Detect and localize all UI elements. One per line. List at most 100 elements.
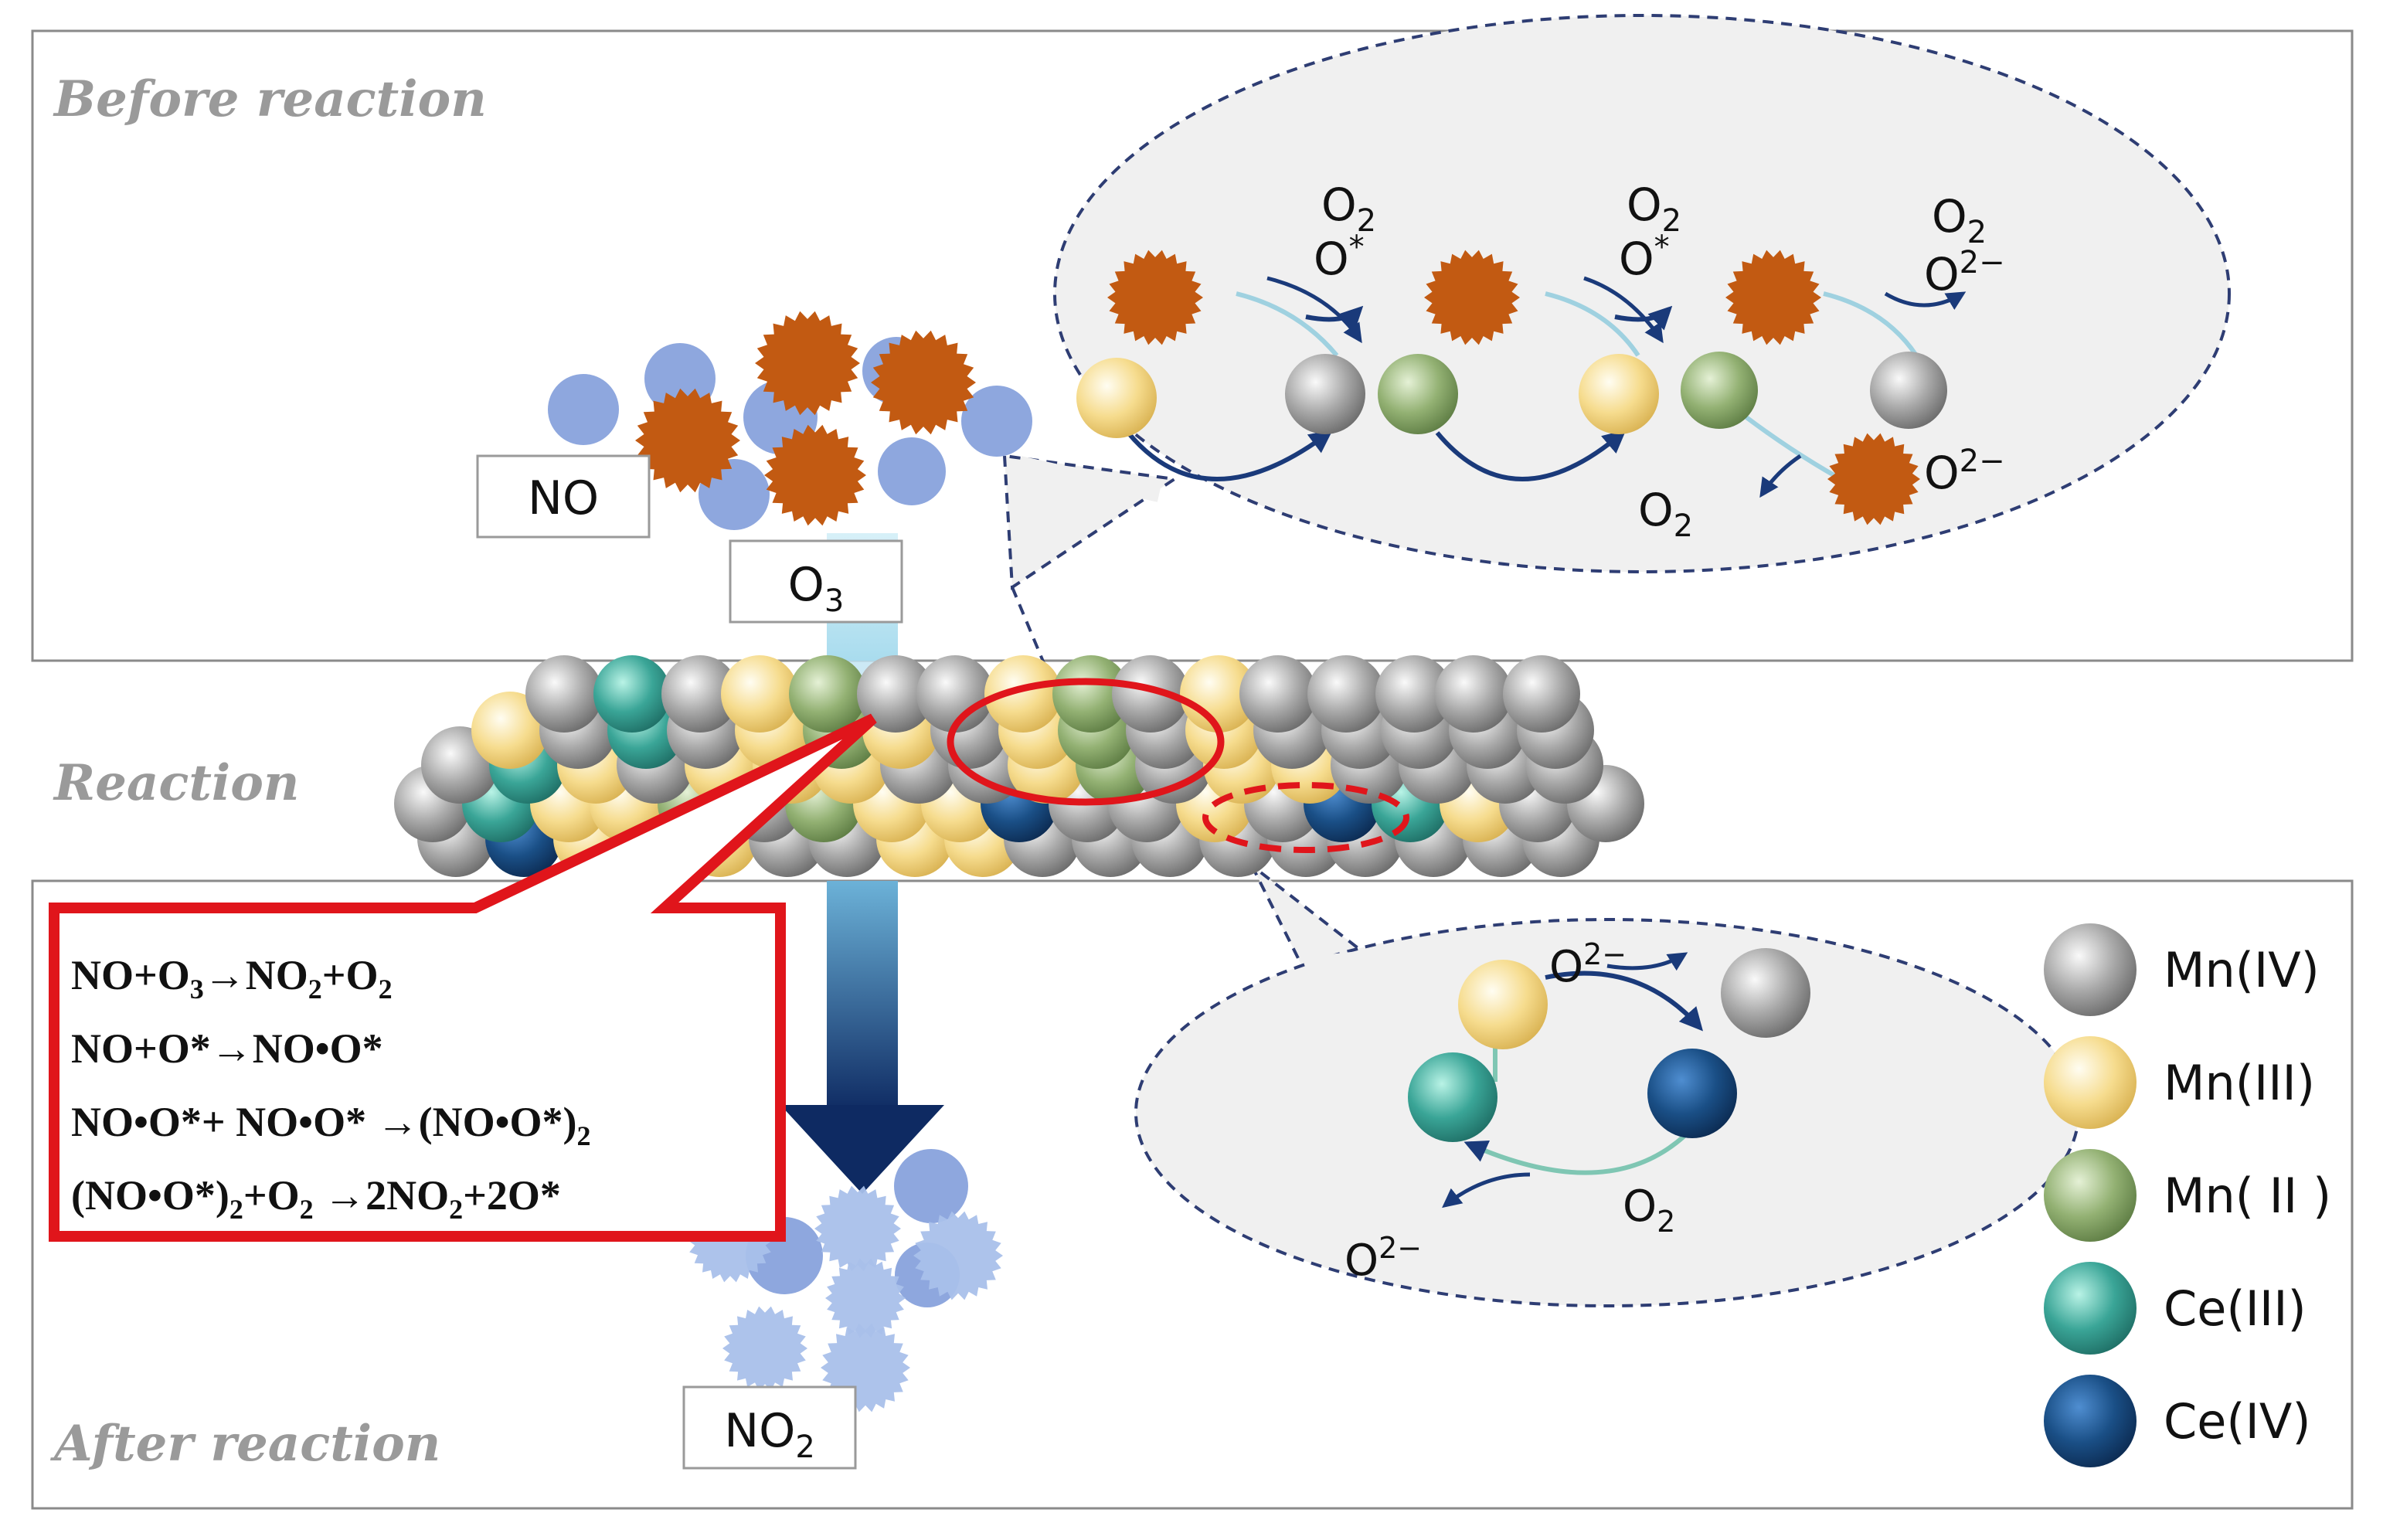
top-bubble-labels: O2 O* O2 O* O2 O2− O2− O2 bbox=[1314, 178, 2005, 544]
c3-o2minus-label: O2− bbox=[1924, 245, 2005, 301]
callout-frame bbox=[49, 713, 877, 1242]
no2-label-box bbox=[682, 1385, 857, 1470]
c1-ostar-label: O* bbox=[1314, 229, 1365, 285]
c3b-o2minus-label: O2− bbox=[1924, 444, 2005, 499]
equation-segment: 2 bbox=[229, 1194, 243, 1225]
o3-molecule bbox=[871, 330, 976, 435]
equation-segment: NO•O*+ NO•O* →(NO•O*) bbox=[71, 1099, 576, 1145]
equation-segment: 2 bbox=[449, 1194, 463, 1225]
c2-ostar-label: O* bbox=[1619, 229, 1670, 285]
o3-label-box bbox=[729, 539, 903, 624]
legend-mn4-label: Mn(IV) bbox=[2164, 942, 2320, 998]
catalyst-mn3-sphere bbox=[984, 655, 1062, 733]
equation-segment: →2NO bbox=[314, 1172, 450, 1219]
equation-segment: →NO bbox=[204, 952, 308, 998]
c3-o2-label: O2 bbox=[1932, 190, 1987, 250]
o3-star-c3b bbox=[1827, 433, 1920, 525]
equation-line: NO•O*+ NO•O* →(NO•O*)2 bbox=[71, 1099, 590, 1151]
reaction-callout bbox=[49, 678, 1409, 1242]
catalyst-mn4-sphere bbox=[1375, 655, 1453, 733]
cycle1-lower-arc bbox=[1126, 430, 1333, 481]
legend-ce4-label: Ce(IV) bbox=[2164, 1393, 2311, 1450]
equation-segment: 2 bbox=[576, 1120, 590, 1151]
equation-segment: 3 bbox=[190, 974, 204, 1005]
catalyst-ce3-sphere bbox=[593, 655, 671, 733]
o3-beam-bottom bbox=[827, 881, 898, 1113]
o3-molecule bbox=[635, 388, 740, 493]
legend-mn3-swatch bbox=[2044, 1036, 2137, 1129]
equation-segment: 2 bbox=[379, 974, 393, 1005]
catalyst-mn4-sphere bbox=[1239, 655, 1317, 733]
o3-label: O3 bbox=[788, 558, 845, 619]
equation-segment: 2 bbox=[300, 1194, 314, 1225]
o3-star-c3 bbox=[1725, 250, 1821, 345]
catalyst-mn4-sphere bbox=[1112, 655, 1189, 733]
mn4-sphere-bottom bbox=[1721, 948, 1810, 1038]
equation-segment: +O bbox=[322, 952, 379, 998]
no-molecule bbox=[961, 386, 1032, 457]
bottom-cycle-release-arrow bbox=[1606, 952, 1688, 971]
no-molecule bbox=[878, 437, 946, 505]
cycle2-lower-arc bbox=[1435, 430, 1627, 481]
legend-mn4-swatch bbox=[2044, 923, 2137, 1016]
bottom-bubble-labels: O2− O2 O2− bbox=[1344, 937, 1675, 1286]
bottom-o2minus-left: O2− bbox=[1344, 1231, 1422, 1286]
c2-o2-label: O2 bbox=[1627, 178, 1681, 239]
no-label: NO bbox=[528, 471, 599, 525]
equation-segment: NO+O*→NO•O* bbox=[71, 1025, 383, 1072]
active-site-ellipse bbox=[947, 678, 1225, 806]
no2-product bbox=[722, 1306, 807, 1391]
ce3-sphere-bottom bbox=[1408, 1052, 1497, 1142]
no2-product bbox=[913, 1211, 1003, 1300]
bottom-o2-right: O2 bbox=[1623, 1181, 1675, 1239]
mn4-sphere-c1 bbox=[1285, 354, 1365, 434]
bottom-o2minus-top: O2− bbox=[1549, 937, 1627, 992]
cycle1-o3-arrow bbox=[1266, 276, 1362, 344]
equation-segment: NO+O bbox=[71, 952, 190, 998]
catalyst-mn4-sphere bbox=[1503, 655, 1580, 733]
mn3-sphere-c2 bbox=[1579, 354, 1659, 434]
bottom-cycle-o2m-arrow bbox=[1442, 1172, 1531, 1209]
mn4-sphere-c3 bbox=[1870, 352, 1947, 429]
mn2-sphere-c2 bbox=[1378, 354, 1458, 434]
ce4-sphere-bottom bbox=[1647, 1049, 1737, 1138]
reactant-cluster bbox=[548, 311, 1032, 530]
catalyst-mn4-sphere bbox=[1307, 655, 1385, 733]
cycle1-upper-arc bbox=[1236, 291, 1339, 357]
catalyst-mn4-sphere bbox=[916, 655, 994, 733]
catalyst-mn4-sphere bbox=[661, 655, 739, 733]
beam-arrowhead bbox=[780, 1105, 944, 1194]
no2-label: NO2 bbox=[724, 1404, 815, 1465]
o3-molecule bbox=[755, 311, 860, 416]
equation-line: NO+O3→NO2+O2 bbox=[71, 952, 393, 1005]
catalyst-mn2-sphere bbox=[789, 655, 866, 733]
catalyst-mn4-sphere bbox=[525, 655, 603, 733]
catalyst-mn4-sphere bbox=[1435, 655, 1512, 733]
top-bubble bbox=[1002, 14, 2231, 681]
before-label: Before reaction bbox=[53, 70, 487, 128]
o3-star-c1 bbox=[1107, 250, 1203, 345]
no2-product bbox=[814, 1185, 901, 1272]
mn2-sphere-c3 bbox=[1681, 352, 1758, 429]
bottom-cycle-upper-arc bbox=[1545, 971, 1703, 1032]
equation-segment: +O bbox=[243, 1172, 300, 1219]
legend-mn2-label: Mn( II ) bbox=[2164, 1168, 2331, 1224]
equation-segment: (NO•O*) bbox=[71, 1172, 229, 1219]
catalyst-mn4-sphere bbox=[857, 655, 934, 733]
legend-ce3-swatch bbox=[2044, 1262, 2137, 1355]
mn3-sphere-bottom bbox=[1458, 960, 1548, 1049]
no2-molecule bbox=[894, 1149, 968, 1223]
bottom-bubble-cycle bbox=[1408, 948, 1810, 1209]
legend-ce4-swatch bbox=[2044, 1375, 2137, 1467]
top-bubble-cycles bbox=[1076, 250, 1967, 525]
cycle3-o2-arrow bbox=[1759, 454, 1802, 498]
legend-mn2-swatch bbox=[2044, 1149, 2137, 1242]
c3b-o2-label: O2 bbox=[1638, 484, 1693, 544]
equation-line: (NO•O*)2+O2 →2NO2+2O* bbox=[71, 1172, 561, 1225]
catalyst-mn3-sphere bbox=[471, 692, 549, 769]
legend-ce3-label: Ce(III) bbox=[2164, 1280, 2307, 1337]
ceria-site-ellipse bbox=[1202, 782, 1409, 853]
no-label-box bbox=[476, 454, 651, 539]
cycle1-release-arrow bbox=[1305, 305, 1364, 331]
